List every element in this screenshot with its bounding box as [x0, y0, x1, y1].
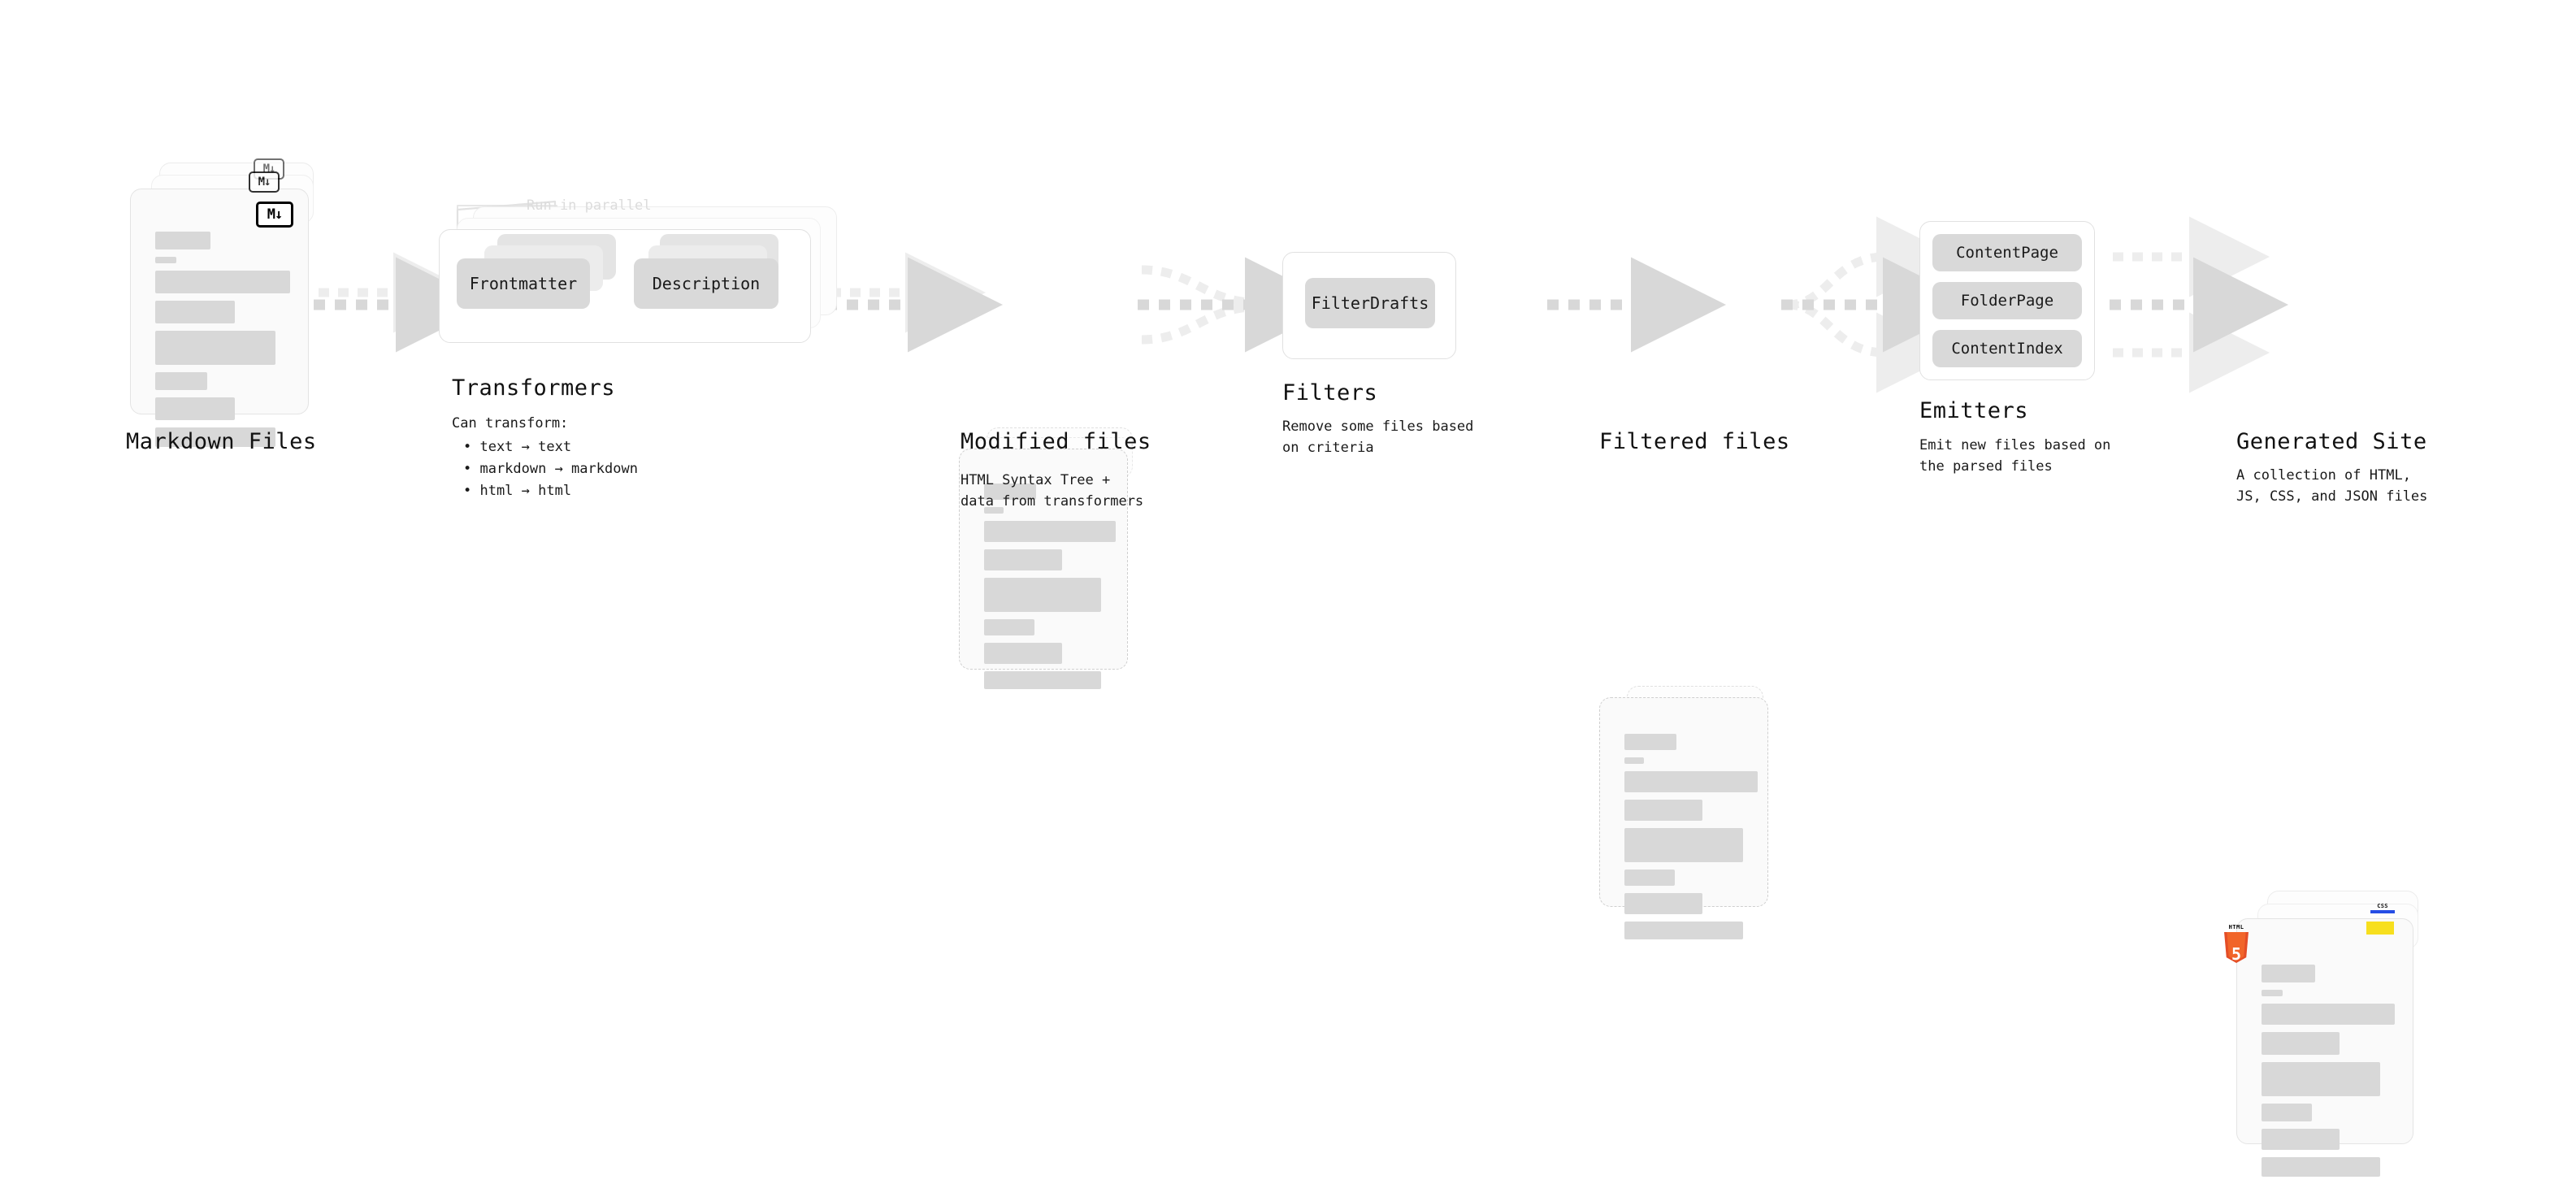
placeholder-bar — [2262, 1129, 2340, 1150]
placeholder-bar — [155, 372, 207, 390]
placeholder-bar — [984, 578, 1101, 612]
js-icon — [2366, 922, 2394, 935]
placeholder-bar — [984, 619, 1034, 635]
arrow-emitters-to-site — [2110, 216, 2288, 393]
generated-site-stack: HTML 5 CSS — [2224, 891, 2439, 1177]
run-in-parallel-label: Run in parallel — [527, 197, 652, 214]
css-icon-label: CSS — [2377, 903, 2388, 909]
placeholder-bar — [1624, 870, 1675, 886]
folderpage-pill[interactable]: FolderPage — [1932, 282, 2082, 319]
filtered-files-title: Filtered files — [1599, 429, 1790, 454]
filters-group: FilterDrafts — [1282, 252, 1469, 366]
placeholder-bar — [155, 397, 235, 420]
placeholder-bar — [1624, 800, 1702, 821]
modified-files-stack — [959, 427, 1154, 689]
placeholder-bar — [2262, 1032, 2340, 1055]
emitters-group: ContentPage FolderPage ContentIndex — [1919, 221, 2123, 396]
placeholder-bar — [984, 484, 1036, 500]
placeholder-bar — [984, 507, 1004, 514]
filters-subtitle: Remove some files based on criteria — [1282, 419, 1474, 457]
markdown-badge: M↓ — [256, 202, 293, 228]
placeholder-bar — [2262, 965, 2315, 982]
placeholder-bar — [984, 549, 1062, 570]
html5-icon: HTML 5 — [2223, 924, 2250, 964]
placeholder-bar — [1624, 771, 1758, 792]
frontmatter-pill[interactable]: Frontmatter — [457, 258, 590, 309]
generated-site-title: Generated Site — [2236, 429, 2427, 454]
placeholder-bar — [1624, 828, 1743, 862]
transformers-bullet-1: • text → text — [463, 439, 572, 455]
modified-files-title: Modified files — [961, 429, 1151, 454]
placeholder-bar — [1624, 922, 1743, 939]
placeholder-bar — [2262, 1004, 2395, 1025]
placeholder-bar — [155, 232, 210, 249]
placeholder-bar — [2262, 1062, 2380, 1096]
card-placeholder-lines — [2262, 965, 2395, 1184]
markdown-badge-mid: M↓ — [249, 171, 280, 193]
html5-number: 5 — [2231, 943, 2242, 964]
filterdrafts-pill[interactable]: FilterDrafts — [1305, 278, 1435, 328]
modified-files-subtitle: HTML Syntax Tree + data from transformer… — [961, 472, 1144, 510]
description-pill[interactable]: Description — [634, 258, 778, 309]
html5-icon-caption: HTML — [2228, 924, 2244, 930]
placeholder-bar — [2262, 990, 2283, 996]
markdown-card-front: M↓ — [130, 189, 309, 447]
arrow-filtered-to-emitters — [1781, 216, 1978, 393]
placeholder-bar — [984, 521, 1116, 542]
filtered-card-front — [1599, 697, 1768, 939]
markdown-files-title: Markdown Files — [126, 429, 317, 454]
placeholder-bar — [155, 427, 275, 447]
emitters-subtitle: Emit new files based on the parsed files — [1919, 437, 2111, 475]
placeholder-bar — [2262, 1157, 2380, 1177]
placeholder-bar — [155, 257, 176, 263]
filtered-files-stack — [1599, 686, 1794, 939]
placeholder-bar — [155, 271, 290, 293]
placeholder-bar — [1624, 893, 1702, 914]
site-card-front: HTML 5 — [2224, 918, 2413, 1177]
placeholder-bar — [155, 301, 235, 323]
transformers-group: Frontmatter Description — [439, 195, 845, 358]
arrow-modified-to-filters — [1138, 257, 1340, 353]
placeholder-bar — [984, 671, 1101, 689]
generated-site-subtitle: A collection of HTML, JS, CSS, and JSON … — [2236, 467, 2428, 505]
transformers-subtitle: Can transform: — [452, 415, 569, 432]
placeholder-bar — [984, 643, 1062, 664]
contentindex-pill[interactable]: ContentIndex — [1932, 330, 2082, 367]
modified-card-front — [959, 449, 1128, 689]
placeholder-bar — [2262, 1104, 2312, 1121]
emitters-title: Emitters — [1919, 398, 2029, 423]
placeholder-bar — [155, 331, 275, 365]
markdown-files-stack: M↓ M↓ M↓ — [130, 158, 325, 447]
contentpage-pill[interactable]: ContentPage — [1932, 234, 2082, 271]
card-placeholder-lines — [155, 232, 290, 454]
card-placeholder-lines — [1624, 734, 1758, 947]
placeholder-bar — [1624, 734, 1676, 750]
transformers-bullet-2: • markdown → markdown — [463, 461, 638, 477]
pipeline-diagram: M↓ M↓ M↓ Markdown Files Frontmatter Des — [126, 158, 2428, 1177]
filters-title: Filters — [1282, 380, 1378, 406]
placeholder-bar — [1624, 757, 1644, 764]
arrow-markdown-to-transformers — [314, 252, 491, 353]
css-icon: CSS — [2370, 903, 2395, 913]
transformers-title: Transformers — [452, 375, 616, 401]
card-placeholder-lines — [984, 484, 1116, 696]
transformers-bullet-3: • html → html — [463, 483, 572, 499]
